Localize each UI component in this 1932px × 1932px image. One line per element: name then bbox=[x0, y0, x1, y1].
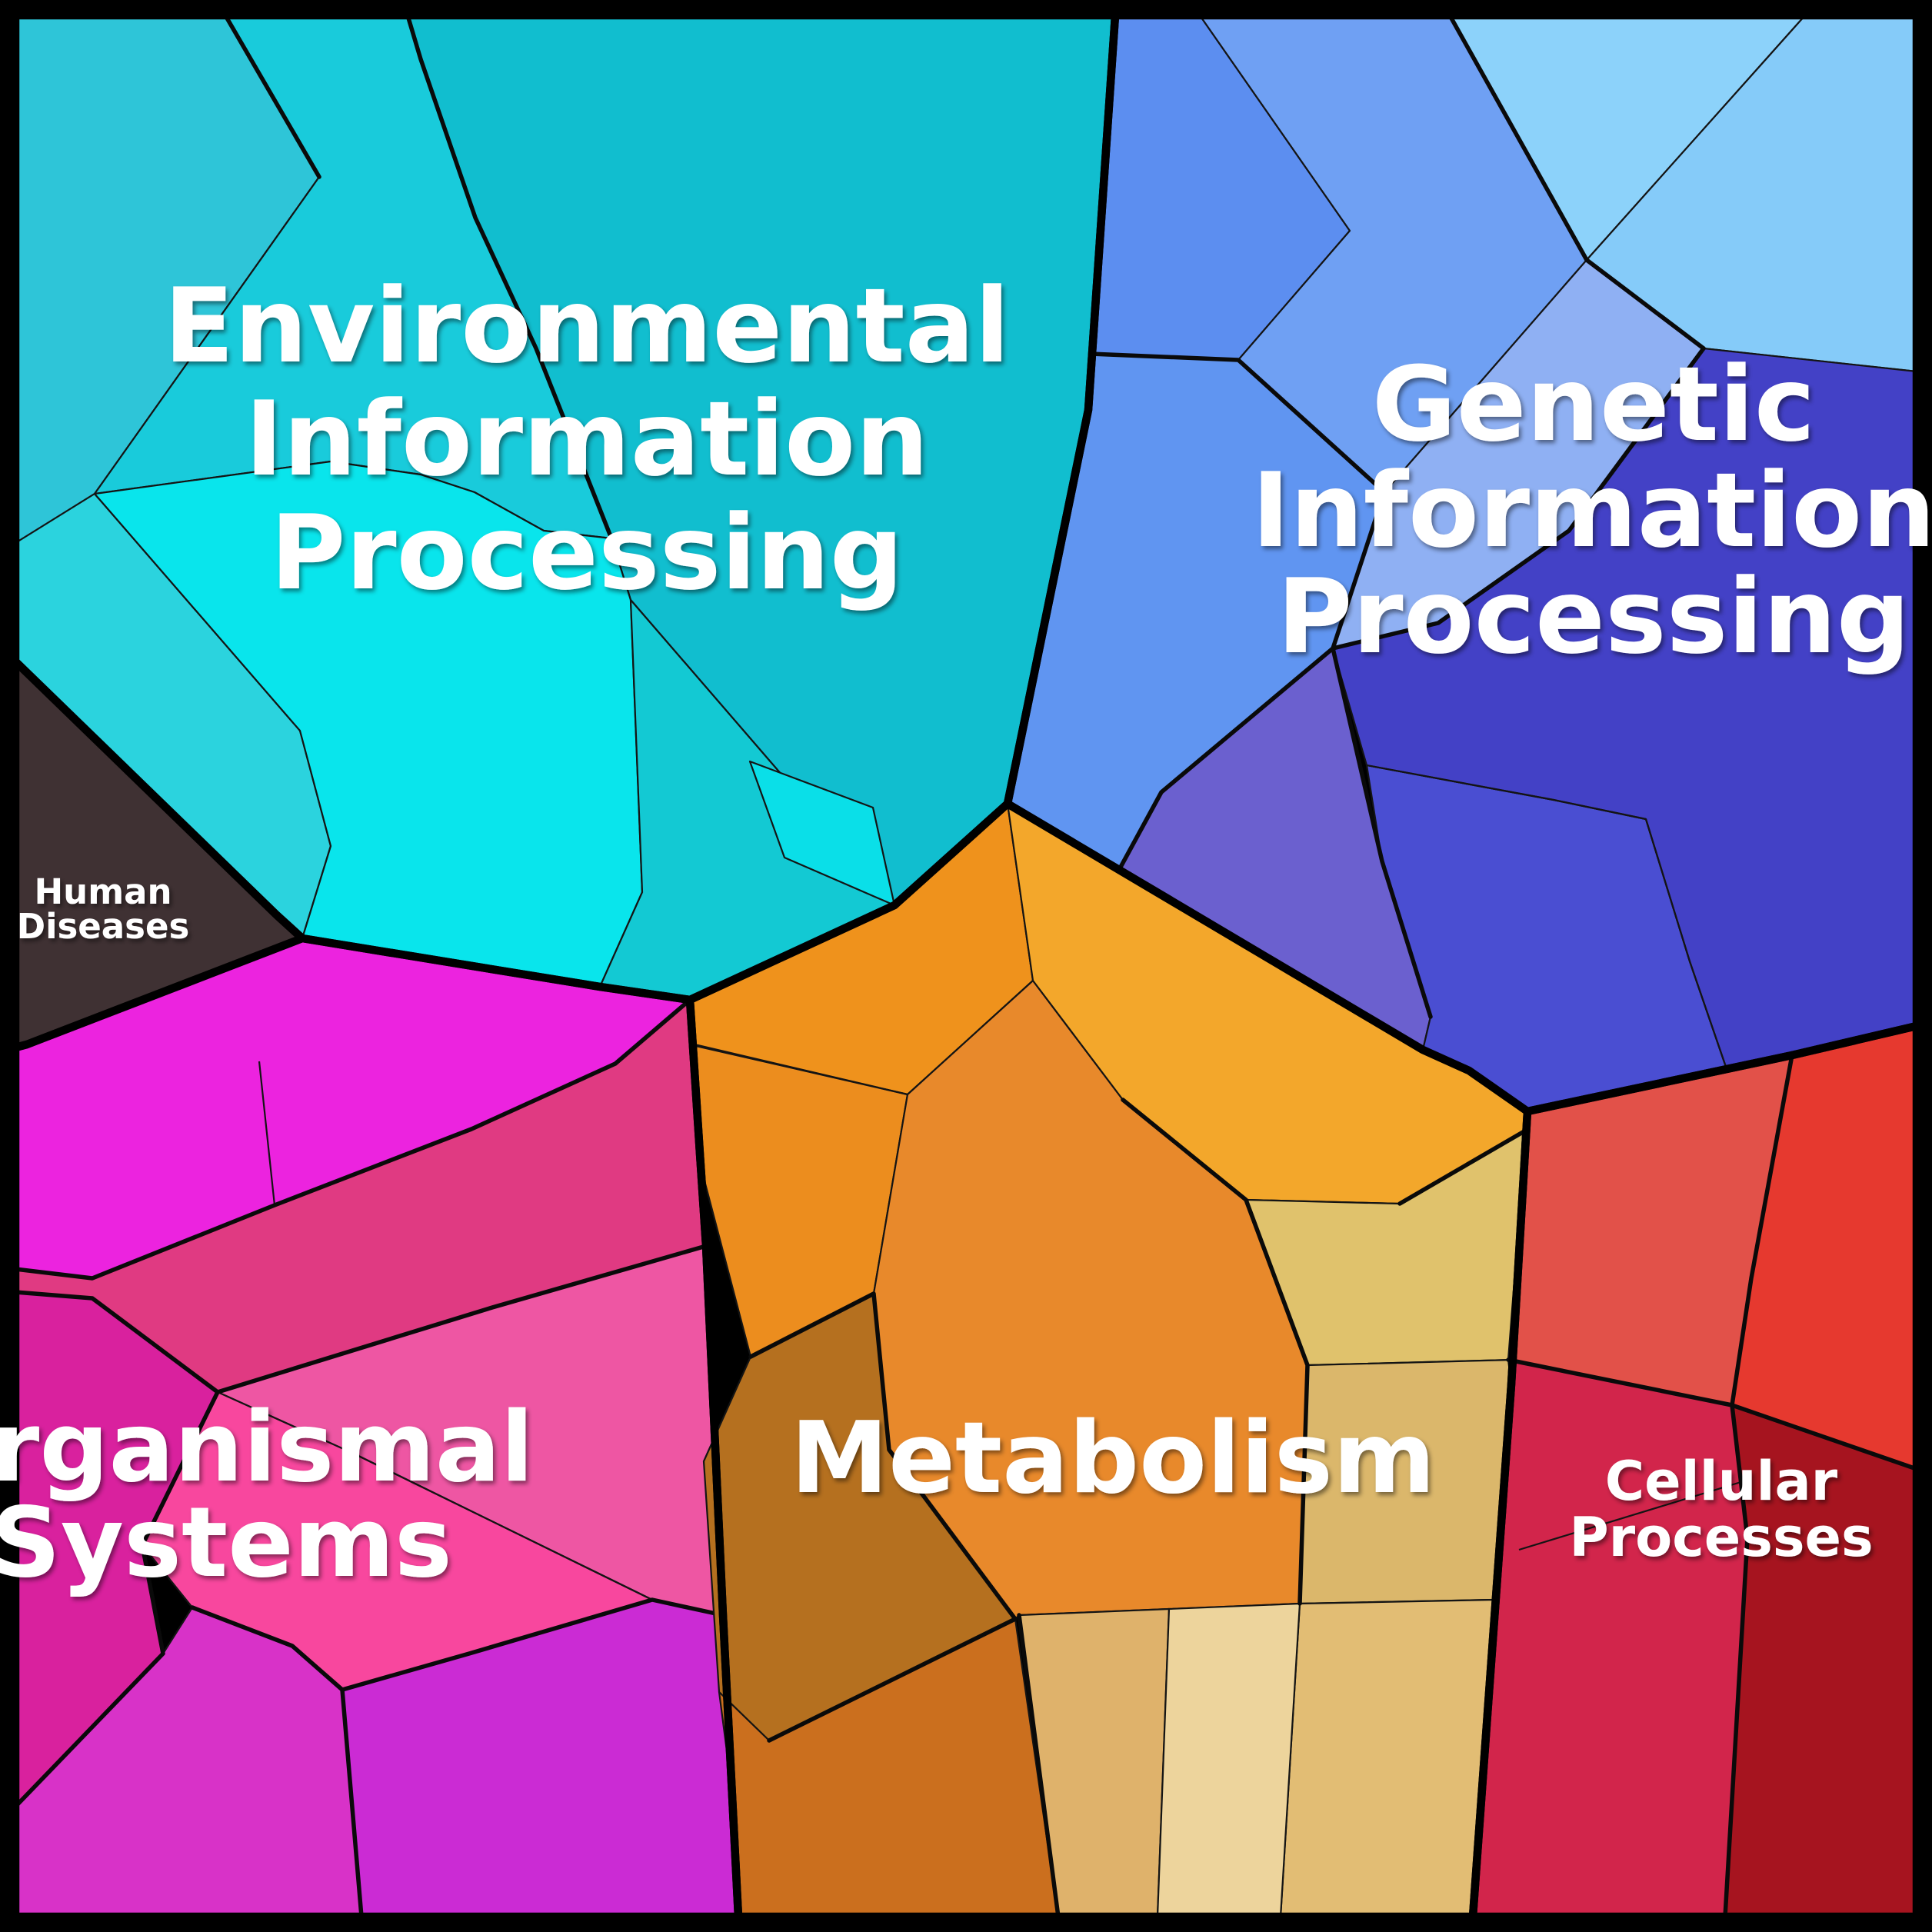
subcell-border bbox=[1644, 818, 1728, 1070]
subregion-border bbox=[1506, 1357, 1734, 1407]
subregion-border bbox=[767, 1617, 1018, 1743]
subregion-border bbox=[1331, 646, 1433, 1019]
region-label-line: Diseases bbox=[17, 906, 190, 947]
subcell-border bbox=[694, 1043, 908, 1096]
region-label-line: Information bbox=[1251, 451, 1932, 571]
subregion-border bbox=[190, 1597, 725, 1692]
subregion-border bbox=[1117, 646, 1335, 872]
subcell-border bbox=[258, 1061, 276, 1206]
region-label-line: Metabolism bbox=[791, 1401, 1436, 1516]
subregion-border bbox=[1121, 1098, 1310, 1606]
region-label-line: Processing bbox=[1277, 557, 1910, 677]
region-label-line: Organismal bbox=[0, 1391, 534, 1504]
region-label-line: Environmental bbox=[164, 266, 1010, 386]
subregion-border bbox=[340, 1687, 364, 1919]
cell-metabolism-8[interactable] bbox=[1279, 1598, 1495, 1918]
subregion-border bbox=[1331, 490, 1387, 651]
region-organismal-systems[interactable] bbox=[13, 937, 740, 1919]
subcell-border bbox=[353, 1453, 653, 1601]
region-label-organismal-systems: OrganismalSystems bbox=[0, 1391, 534, 1599]
subregion-border bbox=[13, 1390, 220, 1809]
subregion-border bbox=[1017, 1613, 1061, 1925]
region-label-line: Information bbox=[245, 379, 928, 499]
subregion-border bbox=[1397, 1130, 1525, 1206]
region-label-metabolism: Metabolism bbox=[791, 1401, 1436, 1516]
region-cellular-processes[interactable] bbox=[1471, 1024, 1919, 1919]
cell-metabolism-10[interactable] bbox=[1156, 1602, 1301, 1918]
region-environmental-information-processing[interactable] bbox=[14, 13, 1117, 1001]
region-label-line: Systems bbox=[0, 1486, 452, 1599]
region-label-line: Genetic bbox=[1372, 345, 1816, 465]
region-label-line: Human bbox=[35, 871, 172, 912]
subregion-border bbox=[13, 998, 692, 1281]
subregion-border bbox=[748, 1291, 1018, 1621]
region-label-line: Cellular bbox=[1605, 1450, 1838, 1513]
region-label-line: Processes bbox=[1569, 1506, 1873, 1569]
subregion-border bbox=[223, 13, 321, 179]
subregion-border bbox=[1331, 346, 1706, 651]
region-metabolism[interactable] bbox=[688, 802, 1529, 1925]
cell-cellular-processes-2[interactable] bbox=[1471, 1358, 1749, 1918]
subcell-border bbox=[1518, 1479, 1747, 1551]
region-genetic-information-processing[interactable] bbox=[1006, 13, 1918, 1113]
subregion-border bbox=[405, 13, 614, 541]
subregion-border bbox=[1088, 351, 1387, 495]
subregion-border bbox=[1723, 1403, 1750, 1919]
region-label-line: Processing bbox=[270, 493, 903, 613]
subregion-border bbox=[1730, 1403, 1919, 1471]
subcell-border bbox=[1366, 764, 1647, 821]
subregion-border bbox=[1584, 258, 1706, 351]
subregion-border bbox=[1447, 13, 1589, 262]
subregion-border bbox=[1730, 1053, 1794, 1407]
